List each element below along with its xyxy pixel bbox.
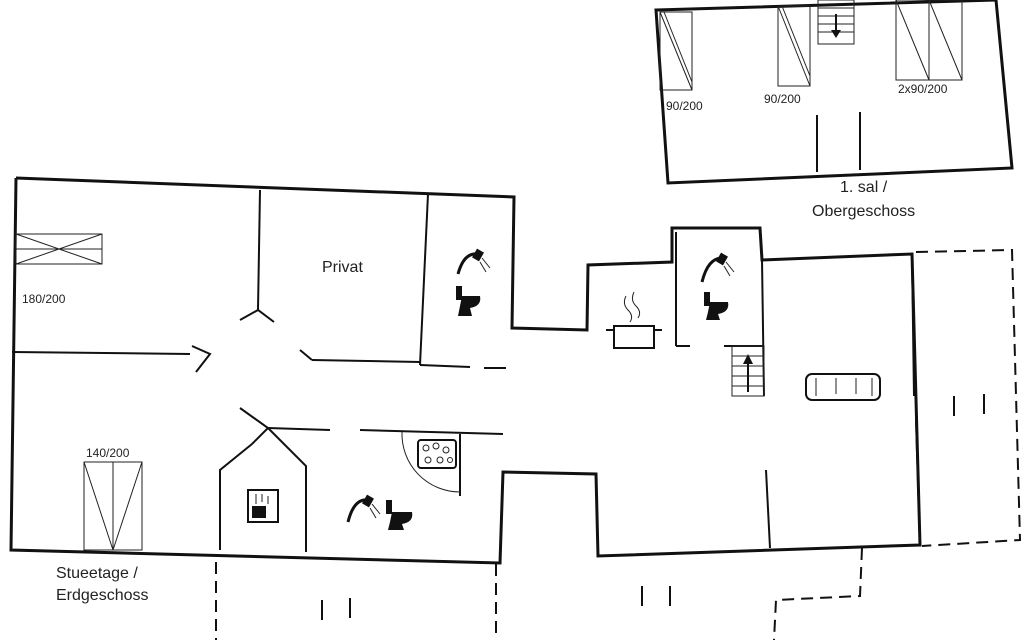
bed-icon: [83, 461, 143, 551]
bed-icon: [895, 0, 963, 81]
bed-icon: [659, 11, 693, 91]
toilet-icon: [386, 500, 413, 530]
interior-wall: [267, 427, 307, 552]
interior-wall: [267, 427, 331, 431]
bed-size-label: 140/200: [86, 446, 130, 460]
ground-floor: 180/200 140/200 Privat: [9, 176, 1022, 640]
bed-size-label: 180/200: [22, 292, 66, 306]
interior-wall: [11, 351, 191, 355]
interior-wall: [359, 429, 504, 435]
interior-wall: [219, 443, 253, 550]
step-marker: [321, 394, 985, 620]
bed-icon: [777, 5, 811, 87]
toilet-icon: [456, 286, 481, 316]
door-swing: [299, 349, 313, 361]
door-swing: [191, 345, 212, 373]
bed-size-label: 90/200: [666, 99, 703, 113]
stairs-icon: [731, 345, 765, 397]
upper-floor-label-line1: 1. sal /: [840, 179, 888, 196]
upper-floor-label-line2: Obergeschoss: [812, 203, 915, 220]
interior-wall: [419, 364, 471, 368]
interior-wall: [419, 193, 429, 366]
terrace-outline: [915, 248, 1022, 547]
upper-floor: 90/200 90/200 2x90/200 1. sal / Obergesc…: [654, 0, 1014, 220]
interior-wall: [765, 469, 771, 549]
stairs-icon: [817, 0, 855, 45]
bed-icon: [15, 233, 103, 265]
washing-machine-icon: [247, 489, 279, 523]
ground-floor-label-line1: Stueetage /: [56, 565, 138, 582]
cooking-pot-icon: [606, 291, 662, 349]
shower-icon: [346, 494, 381, 523]
interior-wall: [257, 189, 261, 311]
interior-wall: [911, 253, 915, 397]
bed-size-label: 2x90/200: [898, 82, 948, 96]
ground-floor-label-line2: Erdgeschoss: [56, 587, 149, 604]
upper-floor-outline: [654, 0, 1014, 185]
sofa-icon: [805, 373, 881, 401]
bed-size-label: 90/200: [764, 92, 801, 106]
interior-wall: [311, 359, 421, 363]
shower-icon: [700, 252, 735, 283]
hob-icon: [417, 439, 457, 469]
ground-floor-outline: [9, 176, 922, 565]
door-swing: [239, 308, 275, 323]
shower-icon: [456, 248, 491, 275]
interior-wall: [915, 419, 921, 546]
door-swing: [239, 407, 270, 445]
terrace-outline: [773, 547, 863, 640]
door-swing: [401, 431, 461, 493]
room-label-private: Privat: [322, 259, 363, 276]
toilet-icon: [704, 292, 729, 320]
